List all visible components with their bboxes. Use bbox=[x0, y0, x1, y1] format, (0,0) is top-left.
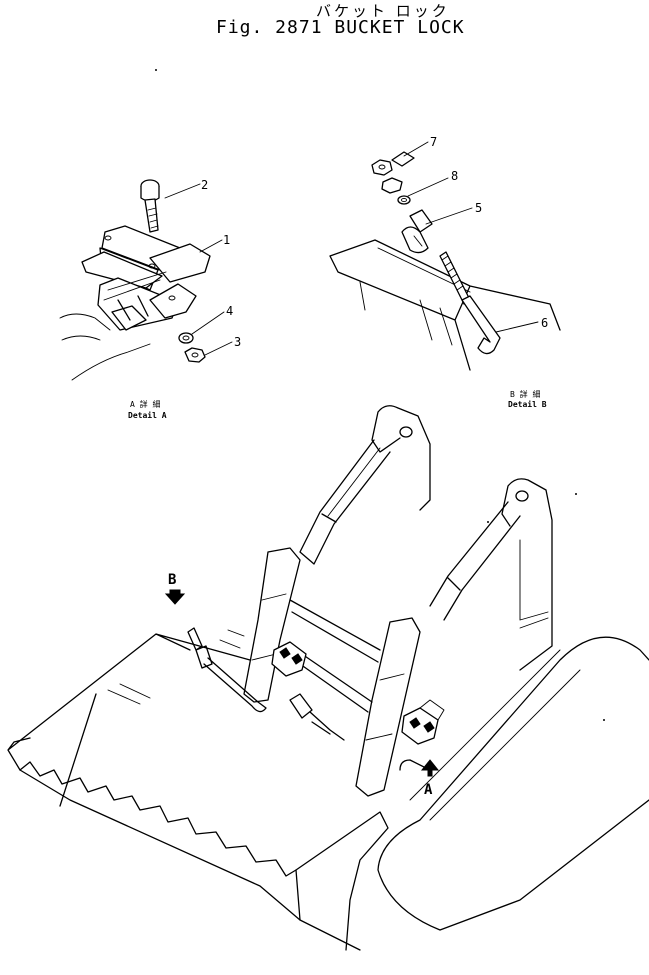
detail-b-label: Detail B bbox=[508, 399, 547, 409]
right-boom bbox=[355, 617, 421, 797]
figure-title-japanese: バケット ロック bbox=[316, 2, 450, 20]
callout-2: 2 bbox=[201, 178, 208, 192]
figure-title: Fig. 2871 BUCKET LOCK bbox=[216, 17, 465, 38]
detail-a-label: Detail A bbox=[128, 410, 167, 420]
nut-part-3 bbox=[184, 347, 206, 363]
cross-tube bbox=[289, 599, 381, 663]
detail-b-label-japanese: B 詳 細 bbox=[510, 389, 540, 399]
lock-rod-part-6 bbox=[439, 251, 501, 355]
view-marker-a: A bbox=[424, 782, 433, 798]
left-arm-tower bbox=[371, 405, 431, 511]
detail-a-arm-outline bbox=[59, 313, 151, 381]
left-lift-cylinder bbox=[299, 439, 391, 565]
bucket-lock-b bbox=[187, 627, 345, 741]
callout-7: 7 bbox=[430, 135, 437, 149]
clamp-part-5 bbox=[401, 209, 433, 254]
right-lift-cylinder bbox=[429, 501, 521, 621]
view-marker-b: B bbox=[168, 572, 176, 588]
nut-part-7 bbox=[371, 151, 415, 176]
callout-1: 1 bbox=[223, 233, 230, 247]
washer-part-8 bbox=[381, 177, 411, 205]
loader-main-view bbox=[7, 405, 649, 951]
bucket bbox=[7, 633, 361, 951]
callout-5: 5 bbox=[475, 201, 482, 215]
view-arrow-a bbox=[420, 759, 440, 777]
view-arrow-b bbox=[164, 589, 186, 605]
detail-a-label-japanese: A 詳 細 bbox=[130, 399, 160, 409]
detail-a-assembly bbox=[59, 179, 233, 381]
detail-b-assembly bbox=[329, 141, 561, 371]
callout-4: 4 bbox=[226, 304, 233, 318]
track-frame bbox=[377, 636, 649, 931]
callout-8: 8 bbox=[451, 169, 458, 183]
lock-bracket-part-1 bbox=[81, 225, 211, 331]
callout-6: 6 bbox=[541, 316, 548, 330]
detail-b-bucket-outline bbox=[329, 239, 561, 371]
callout-3: 3 bbox=[234, 335, 241, 349]
left-boom bbox=[243, 547, 301, 703]
washer-part-4 bbox=[178, 332, 194, 344]
bucket-teeth bbox=[19, 761, 297, 877]
right-arm-tower bbox=[501, 478, 553, 671]
bucket-lock-a bbox=[401, 699, 445, 745]
bolt-part-2 bbox=[140, 179, 160, 233]
